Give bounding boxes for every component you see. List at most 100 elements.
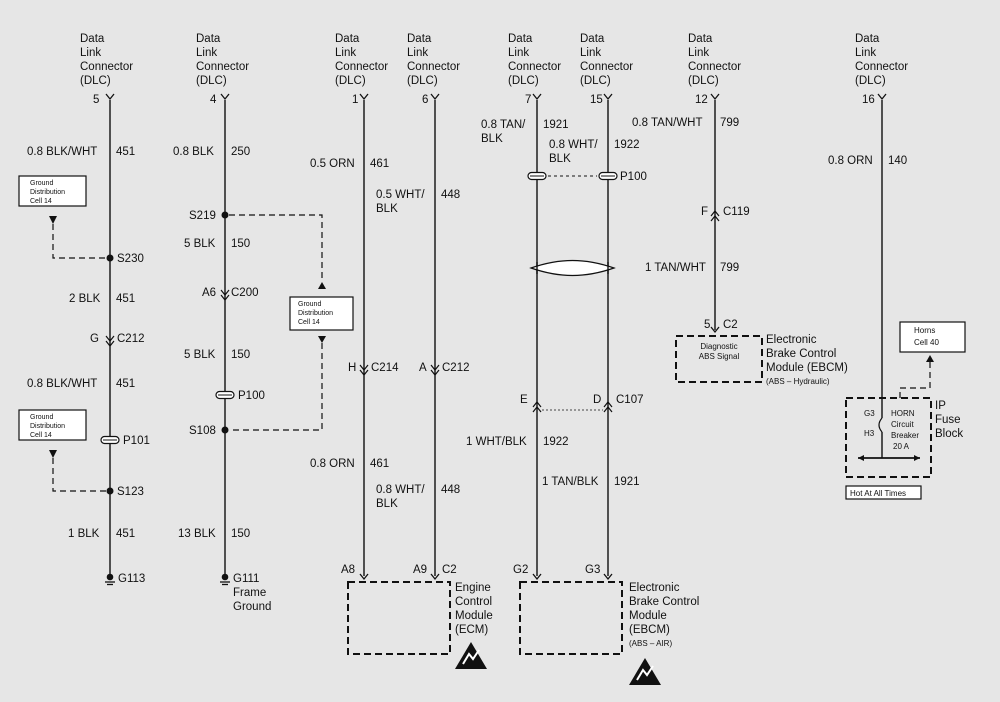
breaker-label: 20 A bbox=[893, 442, 910, 451]
wire-color: 0.8 WHT/ bbox=[376, 484, 425, 496]
circuit-number: 448 bbox=[441, 189, 460, 201]
wire-color: BLK bbox=[481, 133, 503, 145]
ref-text: Ground bbox=[30, 180, 53, 187]
wire-color: 0.8 BLK/WHT bbox=[27, 146, 97, 158]
connector-pin: A8 bbox=[341, 564, 355, 576]
module-name: Engine bbox=[455, 582, 491, 594]
wire-color: 1 TAN/BLK bbox=[542, 476, 599, 488]
dlc-label: Connector bbox=[335, 61, 388, 73]
dlc-label: Link bbox=[580, 47, 601, 59]
horns-ref[interactable] bbox=[899, 321, 966, 353]
circuit-number: 1921 bbox=[614, 476, 640, 488]
dlc-label: (DLC) bbox=[407, 75, 438, 87]
ground-distribution-ref[interactable] bbox=[18, 409, 87, 441]
dlc-header-7: Data Link Connector (DLC) 7 bbox=[508, 33, 561, 106]
dlc-label: Connector bbox=[80, 61, 133, 73]
connector-pin: G bbox=[90, 333, 99, 345]
dlc-pin: 7 bbox=[525, 94, 531, 106]
connector-pin: 5 bbox=[704, 319, 710, 331]
wire-color: BLK bbox=[376, 498, 398, 510]
circuit-number: 1922 bbox=[614, 139, 640, 151]
dlc-label: Connector bbox=[688, 61, 741, 73]
module-note: (ABS – AIR) bbox=[629, 639, 672, 648]
dlc-label: Data bbox=[688, 33, 713, 45]
wire-color: BLK bbox=[549, 153, 571, 165]
ground-label: Frame bbox=[233, 587, 266, 599]
ref-text: Cell 14 bbox=[30, 198, 52, 205]
connector-pin: E bbox=[520, 394, 528, 406]
connector-pin: G3 bbox=[585, 564, 600, 576]
dlc-pin: 4 bbox=[210, 94, 217, 106]
ground-label: G111 bbox=[233, 573, 259, 585]
dlc-label: (DLC) bbox=[580, 75, 611, 87]
dlc-label: (DLC) bbox=[855, 75, 886, 87]
dlc-label: (DLC) bbox=[508, 75, 539, 87]
hot-text: Hot At All Times bbox=[850, 489, 906, 498]
dlc-pin: 1 bbox=[352, 94, 358, 106]
dlc-label: (DLC) bbox=[196, 75, 227, 87]
dlc-header-12: Data Link Connector (DLC) 12 bbox=[688, 33, 741, 106]
pin-label: G3 bbox=[864, 409, 875, 418]
wire-color: 1 BLK bbox=[68, 528, 100, 540]
ecm-module[interactable] bbox=[347, 581, 451, 655]
dlc-pin: 12 bbox=[695, 94, 708, 106]
circuit-451: 0.8 BLK/WHT 451 Ground Distribution Cell… bbox=[18, 100, 150, 586]
connector-pin: A9 bbox=[413, 564, 427, 576]
dlc-label: Data bbox=[508, 33, 533, 45]
wire-color: 0.8 TAN/WHT bbox=[632, 117, 703, 129]
ref-text: Horns bbox=[914, 326, 935, 335]
circuit-number: 799 bbox=[720, 117, 739, 129]
esd-warning-icon bbox=[454, 641, 488, 670]
dlc-label: Connector bbox=[508, 61, 561, 73]
splice-s219 bbox=[221, 211, 229, 219]
connector-label: C212 bbox=[117, 333, 145, 345]
connector-label: C214 bbox=[371, 362, 399, 374]
dlc-label: (DLC) bbox=[80, 75, 111, 87]
wire-color: 0.8 WHT/ bbox=[549, 139, 598, 151]
esd-warning-icon bbox=[628, 657, 662, 686]
passthrough-label: P100 bbox=[620, 171, 647, 183]
ebcm-air-module[interactable] bbox=[519, 581, 623, 655]
dlc-label: Data bbox=[335, 33, 360, 45]
dlc-label: Link bbox=[688, 47, 709, 59]
horn-circuit: 0.8 ORN 140 Horns Cell 40 G3 H3 HORN Cir… bbox=[828, 100, 966, 500]
ground-distribution-ref[interactable] bbox=[18, 175, 87, 207]
wire-color: 0.8 ORN bbox=[828, 155, 873, 167]
circuit-number: 799 bbox=[720, 262, 739, 274]
ebcm-hyd-circuit: 0.8 TAN/WHT 799 F C119 1 TAN/WHT 799 5 C… bbox=[632, 100, 848, 386]
module-name: Electronic bbox=[629, 582, 680, 594]
module-name: Module bbox=[455, 610, 493, 622]
wire-color: 1 WHT/BLK bbox=[466, 436, 527, 448]
dlc-label: Connector bbox=[580, 61, 633, 73]
circuit-number: 150 bbox=[231, 349, 250, 361]
circuit-number: 1922 bbox=[543, 436, 569, 448]
fuse-block-name: IP bbox=[935, 400, 946, 412]
splice-label: S230 bbox=[117, 253, 144, 265]
connector-pin: A bbox=[419, 362, 427, 374]
circuit-number: 448 bbox=[441, 484, 460, 496]
connector-label: C2 bbox=[723, 319, 738, 331]
circuit-number: 461 bbox=[370, 158, 389, 170]
ecm-circuits: 0.5 ORN 461 0.5 WHT/ BLK 448 H C214 A C2… bbox=[310, 100, 493, 670]
dlc-label: Connector bbox=[855, 61, 908, 73]
ref-text: Cell 40 bbox=[914, 338, 939, 347]
dlc-header-1: Data Link Connector (DLC) 1 bbox=[335, 33, 388, 106]
hot-at-all-times-label bbox=[845, 485, 922, 500]
connector-label: C200 bbox=[231, 287, 259, 299]
ground-label: G113 bbox=[118, 573, 145, 585]
module-name: (ECM) bbox=[455, 624, 488, 636]
dlc-header-5: Data Link Connector (DLC) 5 bbox=[80, 33, 133, 106]
circuit-number: 150 bbox=[231, 238, 250, 250]
connector-pin: F bbox=[701, 206, 708, 218]
wire-color: 0.8 BLK bbox=[173, 146, 214, 158]
dlc-header-15: Data Link Connector (DLC) 15 bbox=[580, 33, 633, 106]
ground-distribution-ref[interactable] bbox=[289, 296, 354, 331]
connector-pin: A6 bbox=[202, 287, 216, 299]
signal-label: ABS Signal bbox=[699, 352, 740, 361]
circuit-number: 150 bbox=[231, 528, 250, 540]
dlc-pin: 5 bbox=[93, 94, 99, 106]
dlc-header-6: Data Link Connector (DLC) 6 bbox=[407, 33, 460, 106]
splice-s108 bbox=[221, 426, 229, 434]
wire-color: 5 BLK bbox=[184, 349, 216, 361]
ip-fuse-block[interactable] bbox=[845, 397, 932, 478]
